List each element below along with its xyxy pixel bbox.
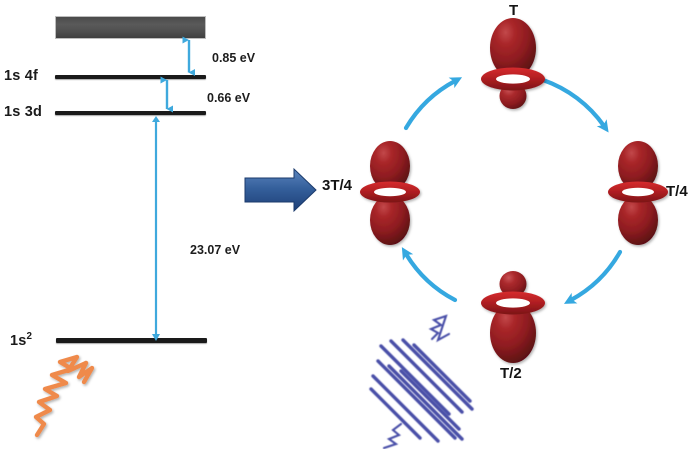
orbital-3T-over-4 bbox=[360, 141, 420, 245]
precession-cycle-arrows bbox=[401, 77, 623, 304]
level-label-1s2: 1s2 bbox=[10, 331, 32, 349]
continuum-band bbox=[55, 16, 206, 39]
cycle-label-T: T bbox=[509, 2, 519, 19]
xuv-pulse-icon bbox=[33, 354, 95, 438]
orbital-T-over-4-torus bbox=[608, 181, 668, 203]
orbital-T bbox=[481, 18, 545, 109]
energy-label-066: 0.66 eV bbox=[207, 91, 251, 105]
orbital-T-torus bbox=[481, 67, 545, 91]
orbital-3T-over-4-torus bbox=[360, 181, 420, 203]
level-line-1s2 bbox=[56, 338, 207, 343]
level-label-1s4f: 1s 4f bbox=[4, 68, 39, 84]
level-label-1s2-base: 1s bbox=[10, 332, 27, 349]
ir-pulse-icon bbox=[369, 314, 474, 449]
orbital-T-over-2-torus bbox=[481, 291, 545, 315]
level-label-1s2-superscript: 2 bbox=[26, 331, 33, 342]
level-line-1s3d bbox=[55, 111, 206, 115]
cycle-label-3T-over-4: 3T/4 bbox=[322, 177, 353, 194]
flow-arrow bbox=[244, 167, 317, 213]
level-label-1s3d: 1s 3d bbox=[4, 104, 43, 120]
cycle-label-T-over-4: T/4 bbox=[666, 183, 688, 200]
transition-arrow-ground-to-1s3d bbox=[152, 116, 160, 341]
energy-label-085: 0.85 eV bbox=[212, 51, 256, 65]
cycle-label-T-over-2: T/2 bbox=[500, 365, 522, 382]
energy-label-2307: 23.07 eV bbox=[190, 243, 241, 257]
orbital-T-over-2 bbox=[481, 271, 545, 363]
orbital-T-over-4 bbox=[608, 141, 668, 245]
level-line-1s4f bbox=[55, 75, 206, 79]
